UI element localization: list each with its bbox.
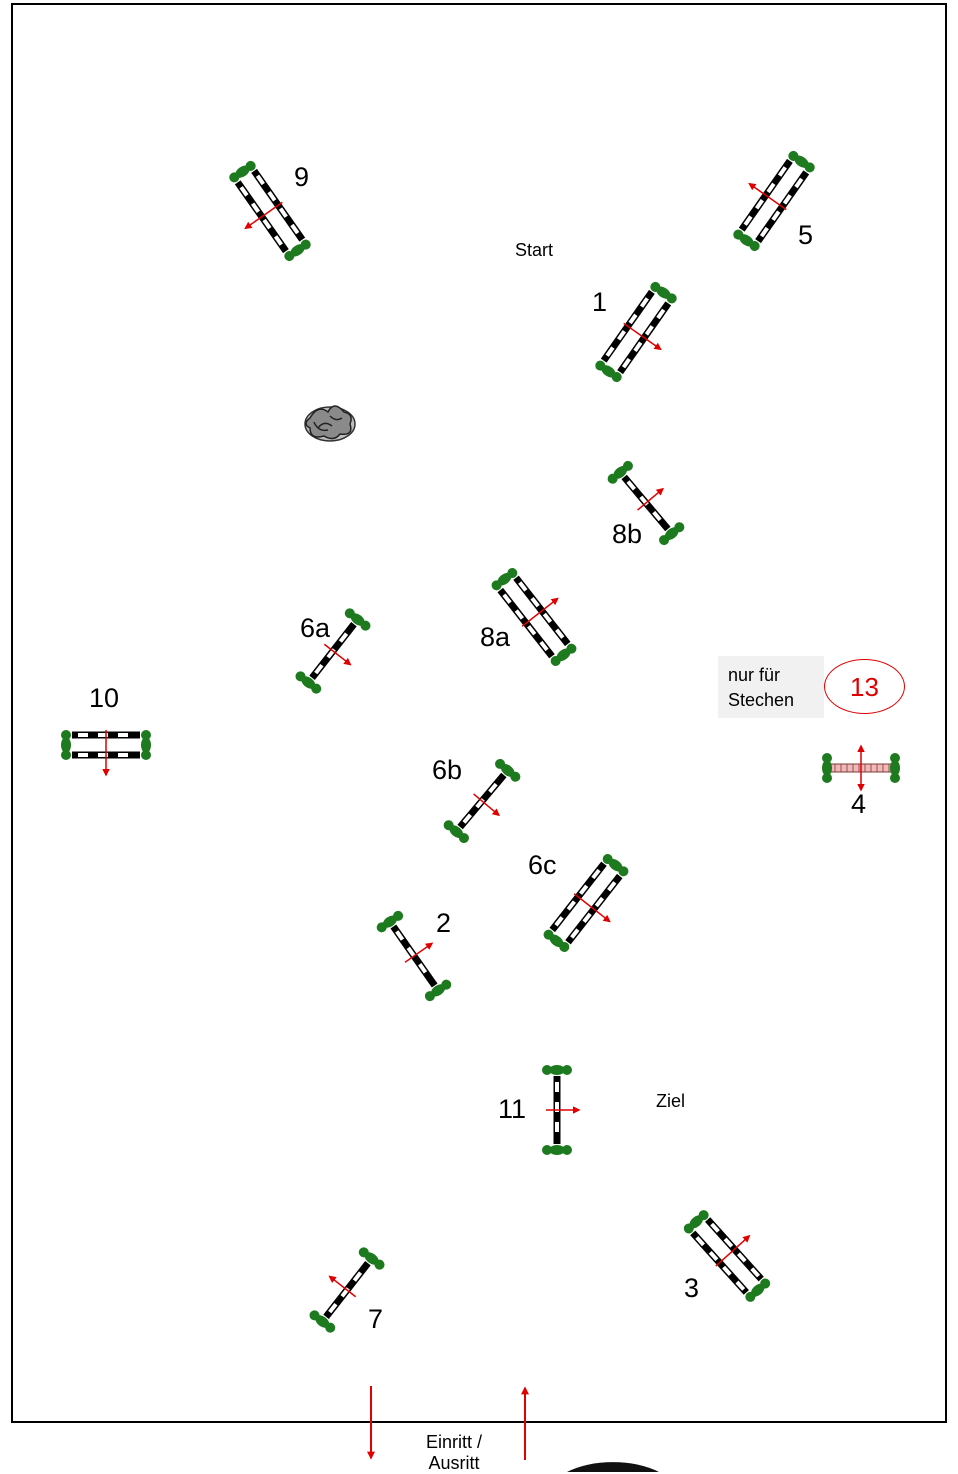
jumpoff-note-line1: nur für [728,665,781,685]
tree-icon [304,405,356,442]
obstacle-number-11: 11 [498,1094,527,1124]
vertical-jump-icon [309,1247,385,1333]
obstacle-number-9: 9 [294,162,310,192]
obstacle-number-5: 5 [798,220,814,250]
obstacle-number-8a: 8a [480,622,511,652]
jumpoff-obstacle-badge: 13 [824,659,905,714]
vertical-jump-icon [542,1065,581,1155]
oxer-jump-icon [683,1210,771,1302]
arena-border [11,3,947,1423]
obstacle-number-4: 4 [851,789,867,819]
jumpoff-note-line2: Stechen [728,690,795,710]
entry-exit-line2: Ausritt [428,1453,480,1473]
obstacle-number-10: 10 [89,683,120,713]
vertical-jump-icon [295,608,371,694]
obstacle-number-7: 7 [368,1304,384,1334]
oxer-jump-icon [61,730,151,777]
vertical-jump-icon [607,460,685,546]
entry-exit-line1: Einritt / [425,1432,482,1452]
obstacle-number-3: 3 [684,1273,700,1303]
obstacle-number-8b: 8b [612,519,643,549]
vertical-jump-icon [443,758,521,844]
start-label: Start [515,240,554,260]
obstacle-number-2: 2 [436,908,452,938]
entry-exit-label: Einritt / Ausritt [404,1432,504,1474]
obstacle-number-6a: 6a [300,613,331,643]
oxer-jump-icon [229,160,311,262]
vertical-jump-icon [376,910,452,1002]
obstacle-number-6c: 6c [528,850,557,880]
oxer-jump-icon [491,568,577,666]
oxer-jump-icon [543,854,629,952]
finish-label: Ziel [656,1091,686,1111]
wall-jump-icon [822,744,900,792]
oxer-jump-icon [733,150,815,252]
oxer-jump-icon [595,281,677,383]
jumpoff-note: nur für Stechen [718,656,824,718]
obstacle-number-1: 1 [592,287,608,317]
logo-circle [567,1462,659,1472]
obstacle-number-6b: 6b [432,755,463,785]
